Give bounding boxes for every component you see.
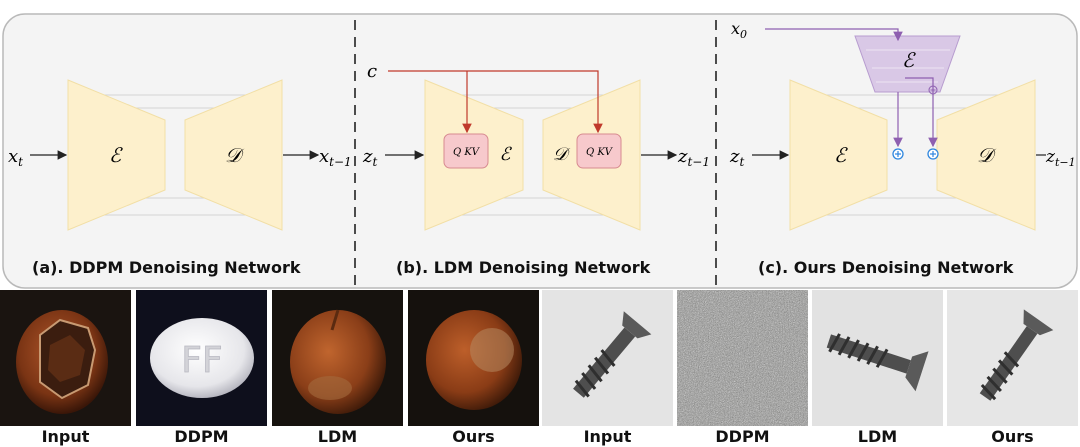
ldm-decoder-symbol: 𝒟 [553,144,571,165]
ldm-condition-label: c [367,61,377,82]
hazelnut-ldm-image [272,290,403,426]
ours-input-label: zt [729,146,744,169]
ddpm-decoder-symbol: 𝒟 [225,143,245,167]
ours-output-label: zt−1 [1045,147,1076,169]
panel-ldm: Q KV Q KV ℰ 𝒟 c zt zt−1 [362,61,710,231]
panel-ddpm: ℰ 𝒟 xt xt−1 [8,79,352,231]
caption-ddpm: (a). DDPM Denoising Network [32,258,301,277]
ddpm-encoder-block [67,79,166,231]
hazelnut-input-image [0,290,131,426]
ldm-input-label: zt [362,146,377,169]
screw-input-image [542,290,673,426]
screw-ldm-image [812,290,943,426]
ddpm-output-label: xt−1 [319,146,352,169]
ours-x0-label: x0 [731,19,747,41]
caption-ldm: (b). LDM Denoising Network [396,258,651,277]
screw-ddpm-image [677,290,808,426]
ddpm-input-label: xt [8,146,23,169]
hazelnut-ddpm-image: FF [136,290,267,426]
ours-decoder-symbol: 𝒟 [977,143,997,167]
ldm-encoder-qkv-label: Q KV [453,147,481,158]
photo-label-ddpm-2: DDPM [715,427,770,446]
caption-ours: (c). Ours Denoising Network [758,258,1014,277]
ldm-output-label: zt−1 [677,146,710,169]
ldm-decoder-qkv-box [576,133,622,169]
photo-label-input-2: Input [583,427,632,446]
ours-encoder-block [789,79,888,231]
ldm-encoder-qkv-box [443,133,489,169]
ours-decoder-block [936,79,1036,231]
photo-label-ldm-2: LDM [857,427,898,446]
photo-label-ours-2: Ours [991,427,1034,446]
svg-text:FF: FF [181,340,222,381]
architecture-diagram: ℰ 𝒟 xt xt−1 Q KV Q KV ℰ 𝒟 c zt zt−1 [2,13,1078,289]
ldm-decoder-qkv-label: Q KV [586,147,614,158]
result-images-row: FF [0,290,1080,426]
ldm-encoder-symbol: ℰ [500,144,513,165]
photo-label-input-1: Input [41,427,90,446]
screw-ours-image [947,290,1078,426]
ours-x0-encoder-symbol: ℰ [902,48,916,72]
ddpm-decoder-block [184,79,283,231]
photo-label-ddpm-1: DDPM [174,427,229,446]
ours-encoder-symbol: ℰ [834,143,848,167]
panel-ours: ℰ 𝒟 ℰ x0 zt zt−1 [729,19,1076,231]
ddpm-encoder-symbol: ℰ [109,143,123,167]
photo-label-ours-1: Ours [452,427,495,446]
photo-label-ldm-1: LDM [317,427,358,446]
hazelnut-ours-image [408,290,539,426]
